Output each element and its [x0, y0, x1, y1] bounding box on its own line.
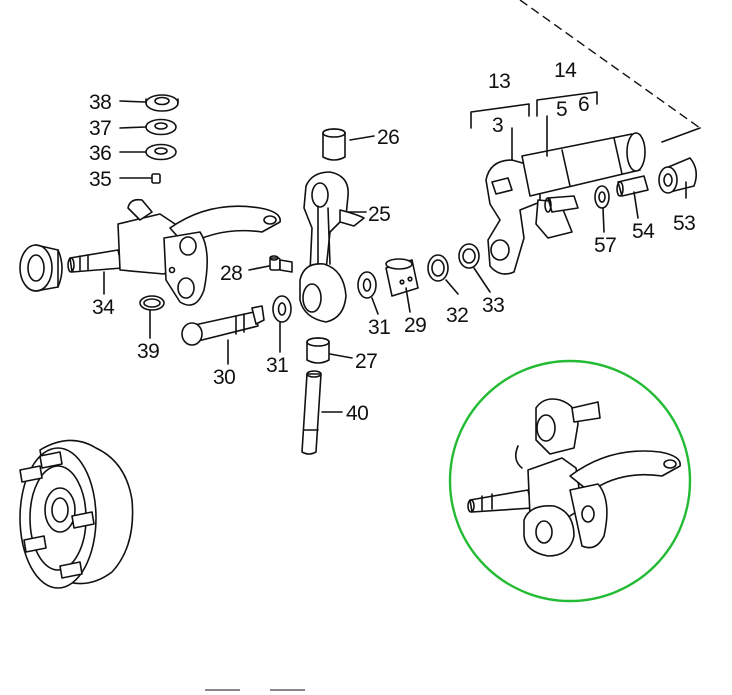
- label-54: 54: [632, 220, 655, 243]
- label-37: 37: [89, 117, 111, 140]
- assembled-knuckle-detail: [467, 398, 681, 557]
- part-26-bushing: [322, 128, 346, 161]
- part-30-pin: [181, 305, 265, 346]
- label-40: 40: [346, 402, 368, 425]
- label-53: 53: [673, 212, 695, 235]
- part-53-bushing: [658, 157, 698, 194]
- part-29-bushing: [385, 258, 419, 297]
- label-35: 35: [89, 168, 111, 191]
- label-39: 39: [137, 340, 159, 363]
- part-39-oring: [139, 295, 165, 311]
- label-26: 26: [377, 126, 399, 149]
- part-33-ring: [458, 243, 480, 269]
- part-35-key: [151, 173, 161, 184]
- part-31-washer-right: [357, 271, 377, 299]
- label-31-left: 31: [266, 354, 288, 377]
- part-31-washer-left: [272, 295, 292, 323]
- part-25-idler-arm: [299, 171, 365, 323]
- label-27: 27: [355, 350, 377, 373]
- label-31-right: 31: [368, 316, 390, 339]
- leader-tick: [661, 127, 701, 143]
- part-5-6-cross-tube: [521, 132, 646, 213]
- part-37-washer: [145, 118, 177, 136]
- label-25: 25: [368, 203, 390, 226]
- part-36-washer: [145, 143, 177, 161]
- label-32: 32: [446, 304, 468, 327]
- label-3: 3: [492, 114, 503, 137]
- label-5: 5: [556, 98, 567, 121]
- bracket-14: [536, 91, 598, 117]
- part-40-pin: [301, 370, 322, 455]
- label-57: 57: [594, 234, 616, 257]
- bracket-13: [470, 103, 530, 129]
- part-32-ring: [427, 254, 449, 282]
- dashed-leader-line: [519, 0, 701, 129]
- part-34-seal: [19, 244, 63, 292]
- label-30: 30: [213, 366, 235, 389]
- label-13: 13: [488, 70, 510, 93]
- wheel-hub: [19, 439, 134, 589]
- label-28: 28: [220, 262, 242, 285]
- leader-lines: [103, 100, 687, 413]
- part-54-bushing: [616, 175, 649, 197]
- label-36: 36: [89, 142, 111, 165]
- label-6: 6: [578, 93, 589, 116]
- label-29: 29: [404, 314, 426, 337]
- part-28-grease-fitting: [269, 255, 293, 273]
- label-34: 34: [92, 296, 115, 319]
- part-57-washer: [594, 185, 610, 209]
- label-38: 38: [89, 91, 111, 114]
- label-33: 33: [482, 294, 504, 317]
- part-34-steering-knuckle: [67, 198, 281, 306]
- detail-highlight-circle: [448, 359, 692, 603]
- part-labels: 38 37 36 35 34 39 30 28 31 26 25 27 40 3…: [89, 59, 696, 425]
- part-27-bushing: [306, 337, 330, 364]
- label-14: 14: [554, 59, 577, 82]
- part-38-nut: [145, 94, 179, 112]
